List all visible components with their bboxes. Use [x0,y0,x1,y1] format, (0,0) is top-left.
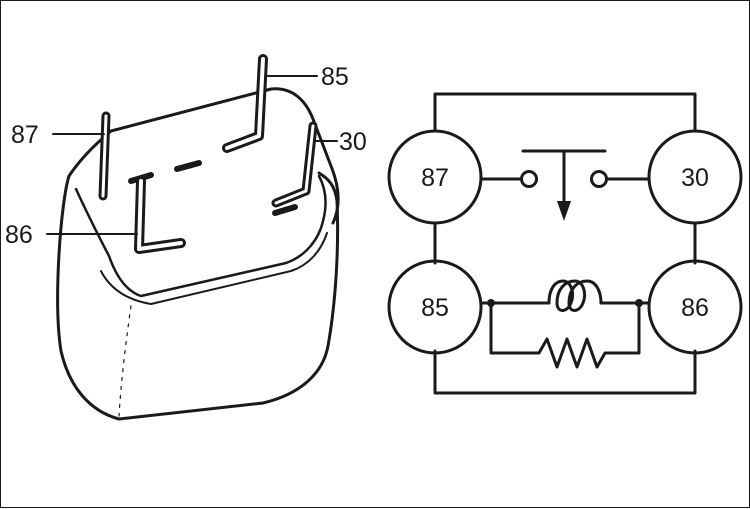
relay-top-slot-2 [174,160,202,172]
pin-label-85: 85 [321,63,349,91]
pin-label-30: 30 [339,128,367,156]
relay-top-slot-3 [272,204,298,216]
pin-86-blade [134,176,186,254]
relay-body-edge [118,305,132,417]
terminal-label-30: 30 [681,164,709,192]
terminal-86-circle [647,259,743,355]
terminal-85-circle [387,259,483,355]
relay-top-face [74,174,327,298]
terminal-label-86: 86 [681,294,709,322]
coil-winding-icon [547,279,603,312]
schematic-top-wire [433,92,697,133]
relay-schematic: 87 30 85 86 [387,92,743,395]
switch-contact-right [590,170,608,188]
relay-top-face-inner [100,232,328,305]
relay-housing-top-rim [67,87,340,225]
switch-arrow-icon [557,201,571,221]
terminal-87-circle [387,129,483,225]
terminal-30-circle [647,129,743,225]
schematic-bottom-wire [433,349,697,395]
switch-contact-left [520,170,538,188]
resistor-branch-wire [489,301,641,369]
pin-label-87: 87 [11,121,39,149]
terminal-label-85: 85 [421,294,449,322]
relay-body-drawing: 87 85 30 86 [5,54,367,421]
pin-label-86: 86 [5,221,33,249]
terminal-label-87: 87 [421,164,449,192]
